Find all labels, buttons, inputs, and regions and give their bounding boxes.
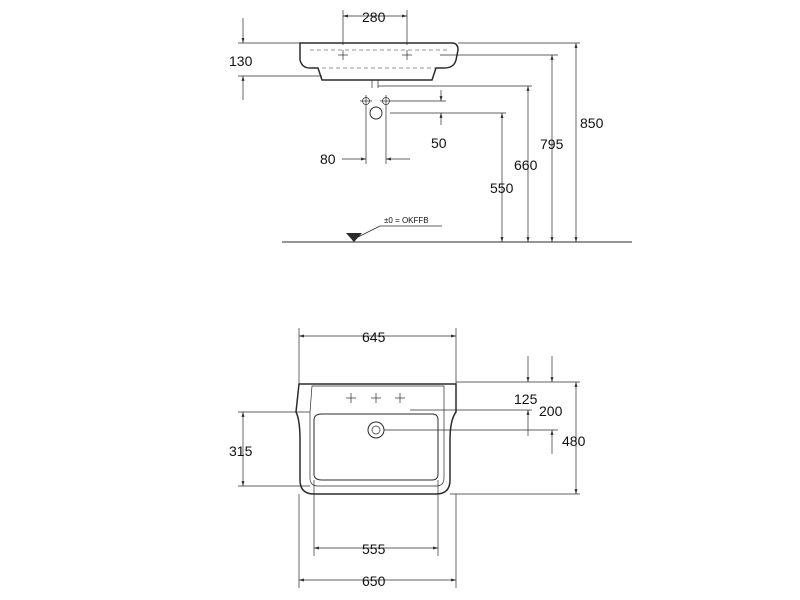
dim-tap-spacing: 280 [342, 9, 408, 45]
dim-rear-to-tapholes: 125 [514, 356, 538, 436]
floor-line: ±0 = OKFFB [282, 216, 632, 243]
dim-label-645: 645 [362, 329, 386, 345]
dim-supply-height: 550 [490, 113, 514, 242]
side-view: 280 130 850 795 660 [229, 9, 632, 243]
dim-label-80: 80 [320, 151, 336, 167]
dim-bowl-width: 555 [313, 480, 439, 557]
dim-label-280: 280 [362, 9, 386, 25]
dim-bowl-depth: 315 [229, 411, 310, 487]
supply-connections [360, 95, 392, 120]
dim-label-200: 200 [539, 403, 563, 419]
dim-label-480: 480 [562, 433, 586, 449]
dim-label-795: 795 [540, 136, 564, 152]
dim-total-depth: 480 [562, 382, 586, 494]
dim-rear-to-waste: 200 [539, 356, 563, 454]
dim-total-height: 850 [574, 43, 604, 242]
basin-side-profile [299, 42, 459, 88]
dim-basin-depth: 130 [229, 18, 322, 100]
dim-label-850: 850 [580, 115, 604, 131]
top-view: 645 125 200 480 315 [229, 328, 586, 589]
basin-top-outline [295, 383, 457, 495]
dim-label-555: 555 [362, 541, 386, 557]
dim-rim-height: 795 [540, 55, 564, 242]
floor-reference-label: ±0 = OKFFB [384, 216, 429, 225]
dim-label-550: 550 [490, 180, 514, 196]
dim-total-width: 650 [298, 494, 457, 589]
dim-label-660: 660 [514, 157, 538, 173]
dim-label-130: 130 [229, 53, 253, 69]
dim-supply-spacing: 80 [320, 107, 410, 167]
dim-supply-gap: 50 [392, 90, 447, 151]
dim-label-50: 50 [431, 135, 447, 151]
dim-label-650: 650 [362, 573, 386, 589]
dim-label-125: 125 [514, 391, 538, 407]
dim-outlet-height: 660 [514, 86, 538, 242]
dim-label-315: 315 [229, 443, 253, 459]
dim-inner-width: 645 [298, 328, 457, 384]
